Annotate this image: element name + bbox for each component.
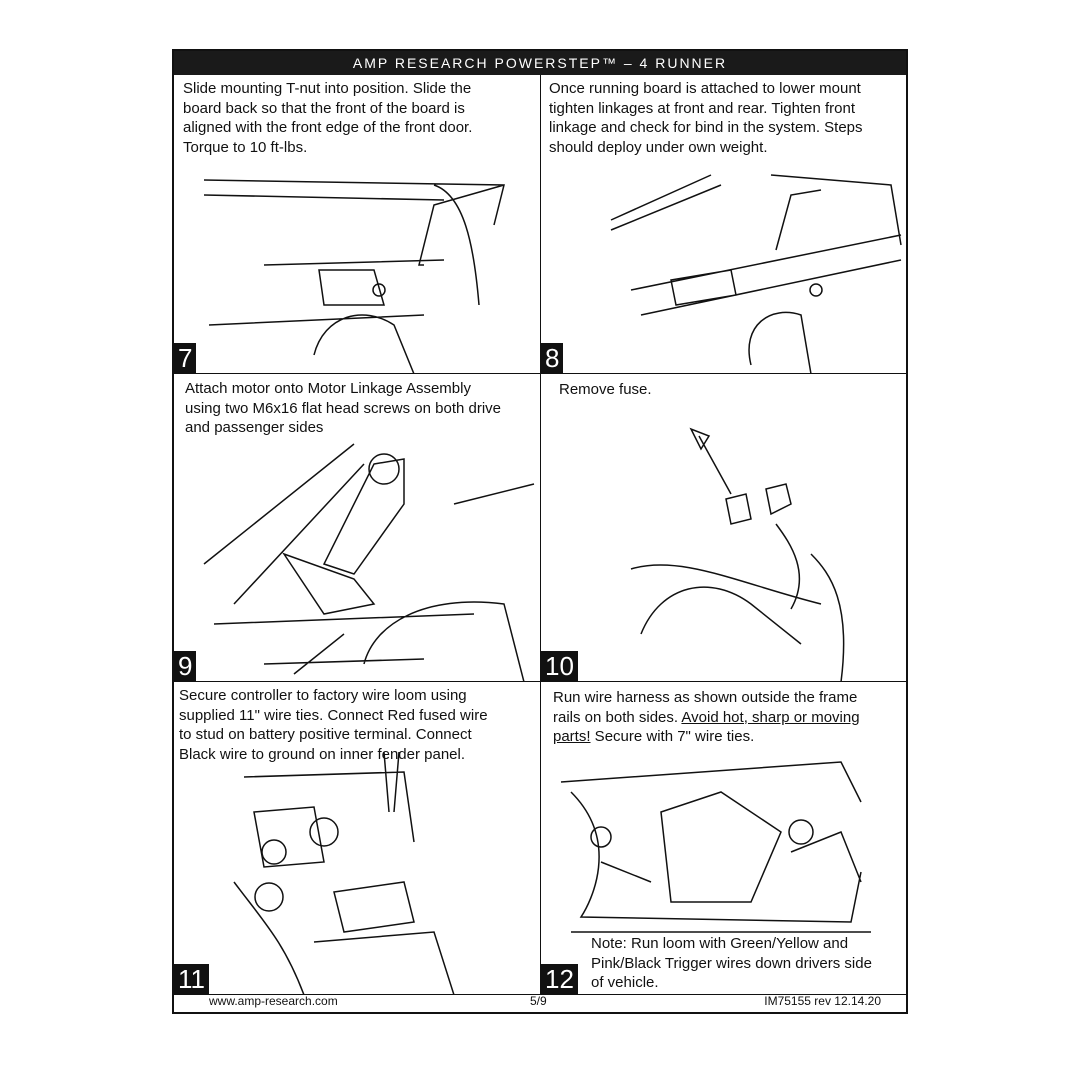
step-12: Run wire harness as shown outside the fr… [541,682,906,995]
step-8: Once running board is attached to lower … [541,75,906,374]
step-10-illustration [630,427,845,681]
step-11-illustration [233,751,455,994]
step-12-illustration [560,761,871,933]
step-7-illustration [203,179,505,373]
page-title: AMP RESEARCH POWERSTEP™ – 4 RUNNER [174,51,906,75]
step-8-text: Once running board is attached to lower … [549,80,863,156]
step-11-text: Secure controller to factory wire loom u… [179,687,488,763]
step-11: Secure controller to factory wire loom u… [174,682,541,995]
instruction-sheet: AMP RESEARCH POWERSTEP™ – 4 RUNNER Slide… [172,49,908,1014]
step-10: Remove fuse. 10 [541,374,906,682]
footer-url: www.amp-research.com [209,994,338,1008]
step-12-text: Run wire harness as shown outside the fr… [553,689,860,745]
step-7-number: 7 [174,343,197,373]
page-number: 5/9 [530,994,547,1008]
step-9-text: Attach motor onto Motor Linkage Assembly… [185,380,502,436]
step-9-illustration [203,443,535,681]
step-9: Attach motor onto Motor Linkage Assembly… [174,374,541,682]
step-7: Slide mounting T-nut into position. Slid… [174,75,541,374]
step-11-number: 11 [174,964,209,994]
footer: www.amp-research.com 5/9 IM75155 rev 12.… [174,992,906,1012]
step-8-number: 8 [541,343,564,373]
step-12-number: 12 [541,964,578,994]
doc-revision: IM75155 rev 12.14.20 [764,994,881,1008]
step-10-number: 10 [541,651,578,681]
step-12-note: Note: Run loom with Green/Yellow and Pin… [591,935,872,991]
step-9-number: 9 [174,651,197,681]
step-10-text: Remove fuse. [559,381,652,398]
step-7-text: Slide mounting T-nut into position. Slid… [183,80,473,156]
step-8-illustration [610,174,902,373]
